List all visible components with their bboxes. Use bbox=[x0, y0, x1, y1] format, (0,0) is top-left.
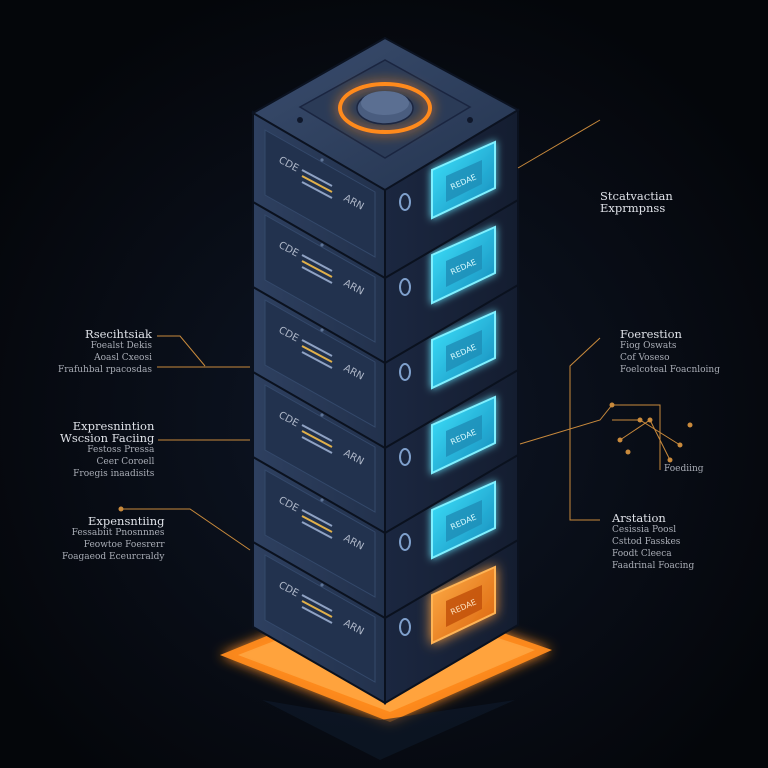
label-left-2-line: Ceer Coroell bbox=[96, 457, 155, 467]
label-right-4-line: Foodt Cleeca bbox=[612, 549, 672, 559]
label-left-2-line: Festoss Pressa bbox=[87, 445, 155, 455]
label-right-4-line: Cesissia Poosl bbox=[612, 525, 677, 535]
port-icon bbox=[399, 278, 411, 296]
drive-slot bbox=[301, 424, 333, 442]
power-ring-icon bbox=[338, 82, 432, 134]
label-right-2-line: Fiog Oswats bbox=[620, 341, 677, 351]
drive-slot bbox=[301, 351, 333, 369]
label-left-2-line: Froegis inaadisits bbox=[73, 469, 155, 479]
drive-slot bbox=[301, 181, 333, 199]
label-left-1: Rsecihtsiak Foealst Dekis Aoasl Cxeosi F… bbox=[58, 328, 152, 376]
label-right-2-line: Cof Voseso bbox=[620, 353, 670, 363]
drive-slot bbox=[301, 521, 333, 539]
label-left-3-line: Fessabiit Pnosnnnes bbox=[71, 528, 165, 538]
label-right-2-line: Foelcoteal Foacnloing bbox=[620, 365, 720, 375]
drive-slot bbox=[301, 169, 333, 187]
label-right-4-title: Arstation bbox=[612, 511, 666, 525]
label-left-2-line: Wscsion Faciing bbox=[60, 431, 155, 445]
leader-nodes bbox=[118, 402, 693, 512]
label-right-4-line: Csttod Fasskes bbox=[612, 537, 681, 547]
drive-slot bbox=[301, 430, 333, 448]
server-modules: CDEARNREDAECDEARNREDAECDEARNREDAECDEARNR… bbox=[252, 108, 519, 705]
drive-slot bbox=[301, 606, 333, 624]
label-right-3: Foediing bbox=[664, 463, 704, 475]
label-right-2: Foerestion Fiog Oswats Cof Voseso Foelco… bbox=[620, 328, 720, 376]
label-left-3: Expensntiing Fessabiit Pnosnnnes Feowtoe… bbox=[62, 515, 165, 563]
drive-slot bbox=[301, 600, 333, 618]
port-icon bbox=[399, 618, 411, 636]
port-icon bbox=[399, 533, 411, 551]
label-left-1-line: Frafuhbal rpacosdas bbox=[58, 365, 152, 375]
label-right-4-line: Faadrinal Foacing bbox=[612, 561, 695, 571]
tower-top bbox=[250, 36, 521, 192]
port-icon bbox=[399, 193, 411, 211]
drive-slot bbox=[301, 345, 333, 363]
label-left-1-line: Foealst Dekis bbox=[90, 341, 152, 351]
port-icon bbox=[399, 448, 411, 466]
label-left-3-line: Feowtoe Foesrerr bbox=[83, 540, 165, 550]
drive-slot bbox=[301, 594, 333, 612]
label-left-2-title: Expresnintion bbox=[72, 419, 155, 433]
label-left-2: Expresnintion Wscsion Faciing Festoss Pr… bbox=[60, 420, 154, 480]
label-left-1-line: Aoasl Cxeosi bbox=[94, 353, 152, 363]
label-right-3-title: Foediing bbox=[664, 464, 704, 474]
label-right-4: Arstation Cesissia Poosl Csttod Fasskes … bbox=[612, 512, 694, 572]
drive-slot bbox=[301, 175, 333, 193]
drive-slot bbox=[301, 266, 333, 284]
label-right-1: Stcatvactian Exprmpnss bbox=[600, 190, 673, 214]
label-left-3-title: Expensntiing bbox=[87, 514, 165, 528]
label-right-1-line: Exprmpnss bbox=[600, 201, 666, 215]
label-right-1-title: Stcatvactian bbox=[600, 189, 673, 203]
drive-slot bbox=[301, 339, 333, 357]
drive-slot bbox=[301, 436, 333, 454]
drive-slot bbox=[301, 260, 333, 278]
floor-reflection bbox=[262, 700, 515, 760]
drive-slot bbox=[301, 509, 333, 527]
drive-slot bbox=[301, 515, 333, 533]
label-left-3-line: Foagaeod Eceurcraldy bbox=[62, 552, 165, 562]
drive-slot bbox=[301, 254, 333, 272]
port-icon bbox=[399, 363, 411, 381]
label-right-2-title: Foerestion bbox=[620, 327, 682, 341]
label-left-1-title: Rsecihtsiak bbox=[85, 327, 152, 341]
